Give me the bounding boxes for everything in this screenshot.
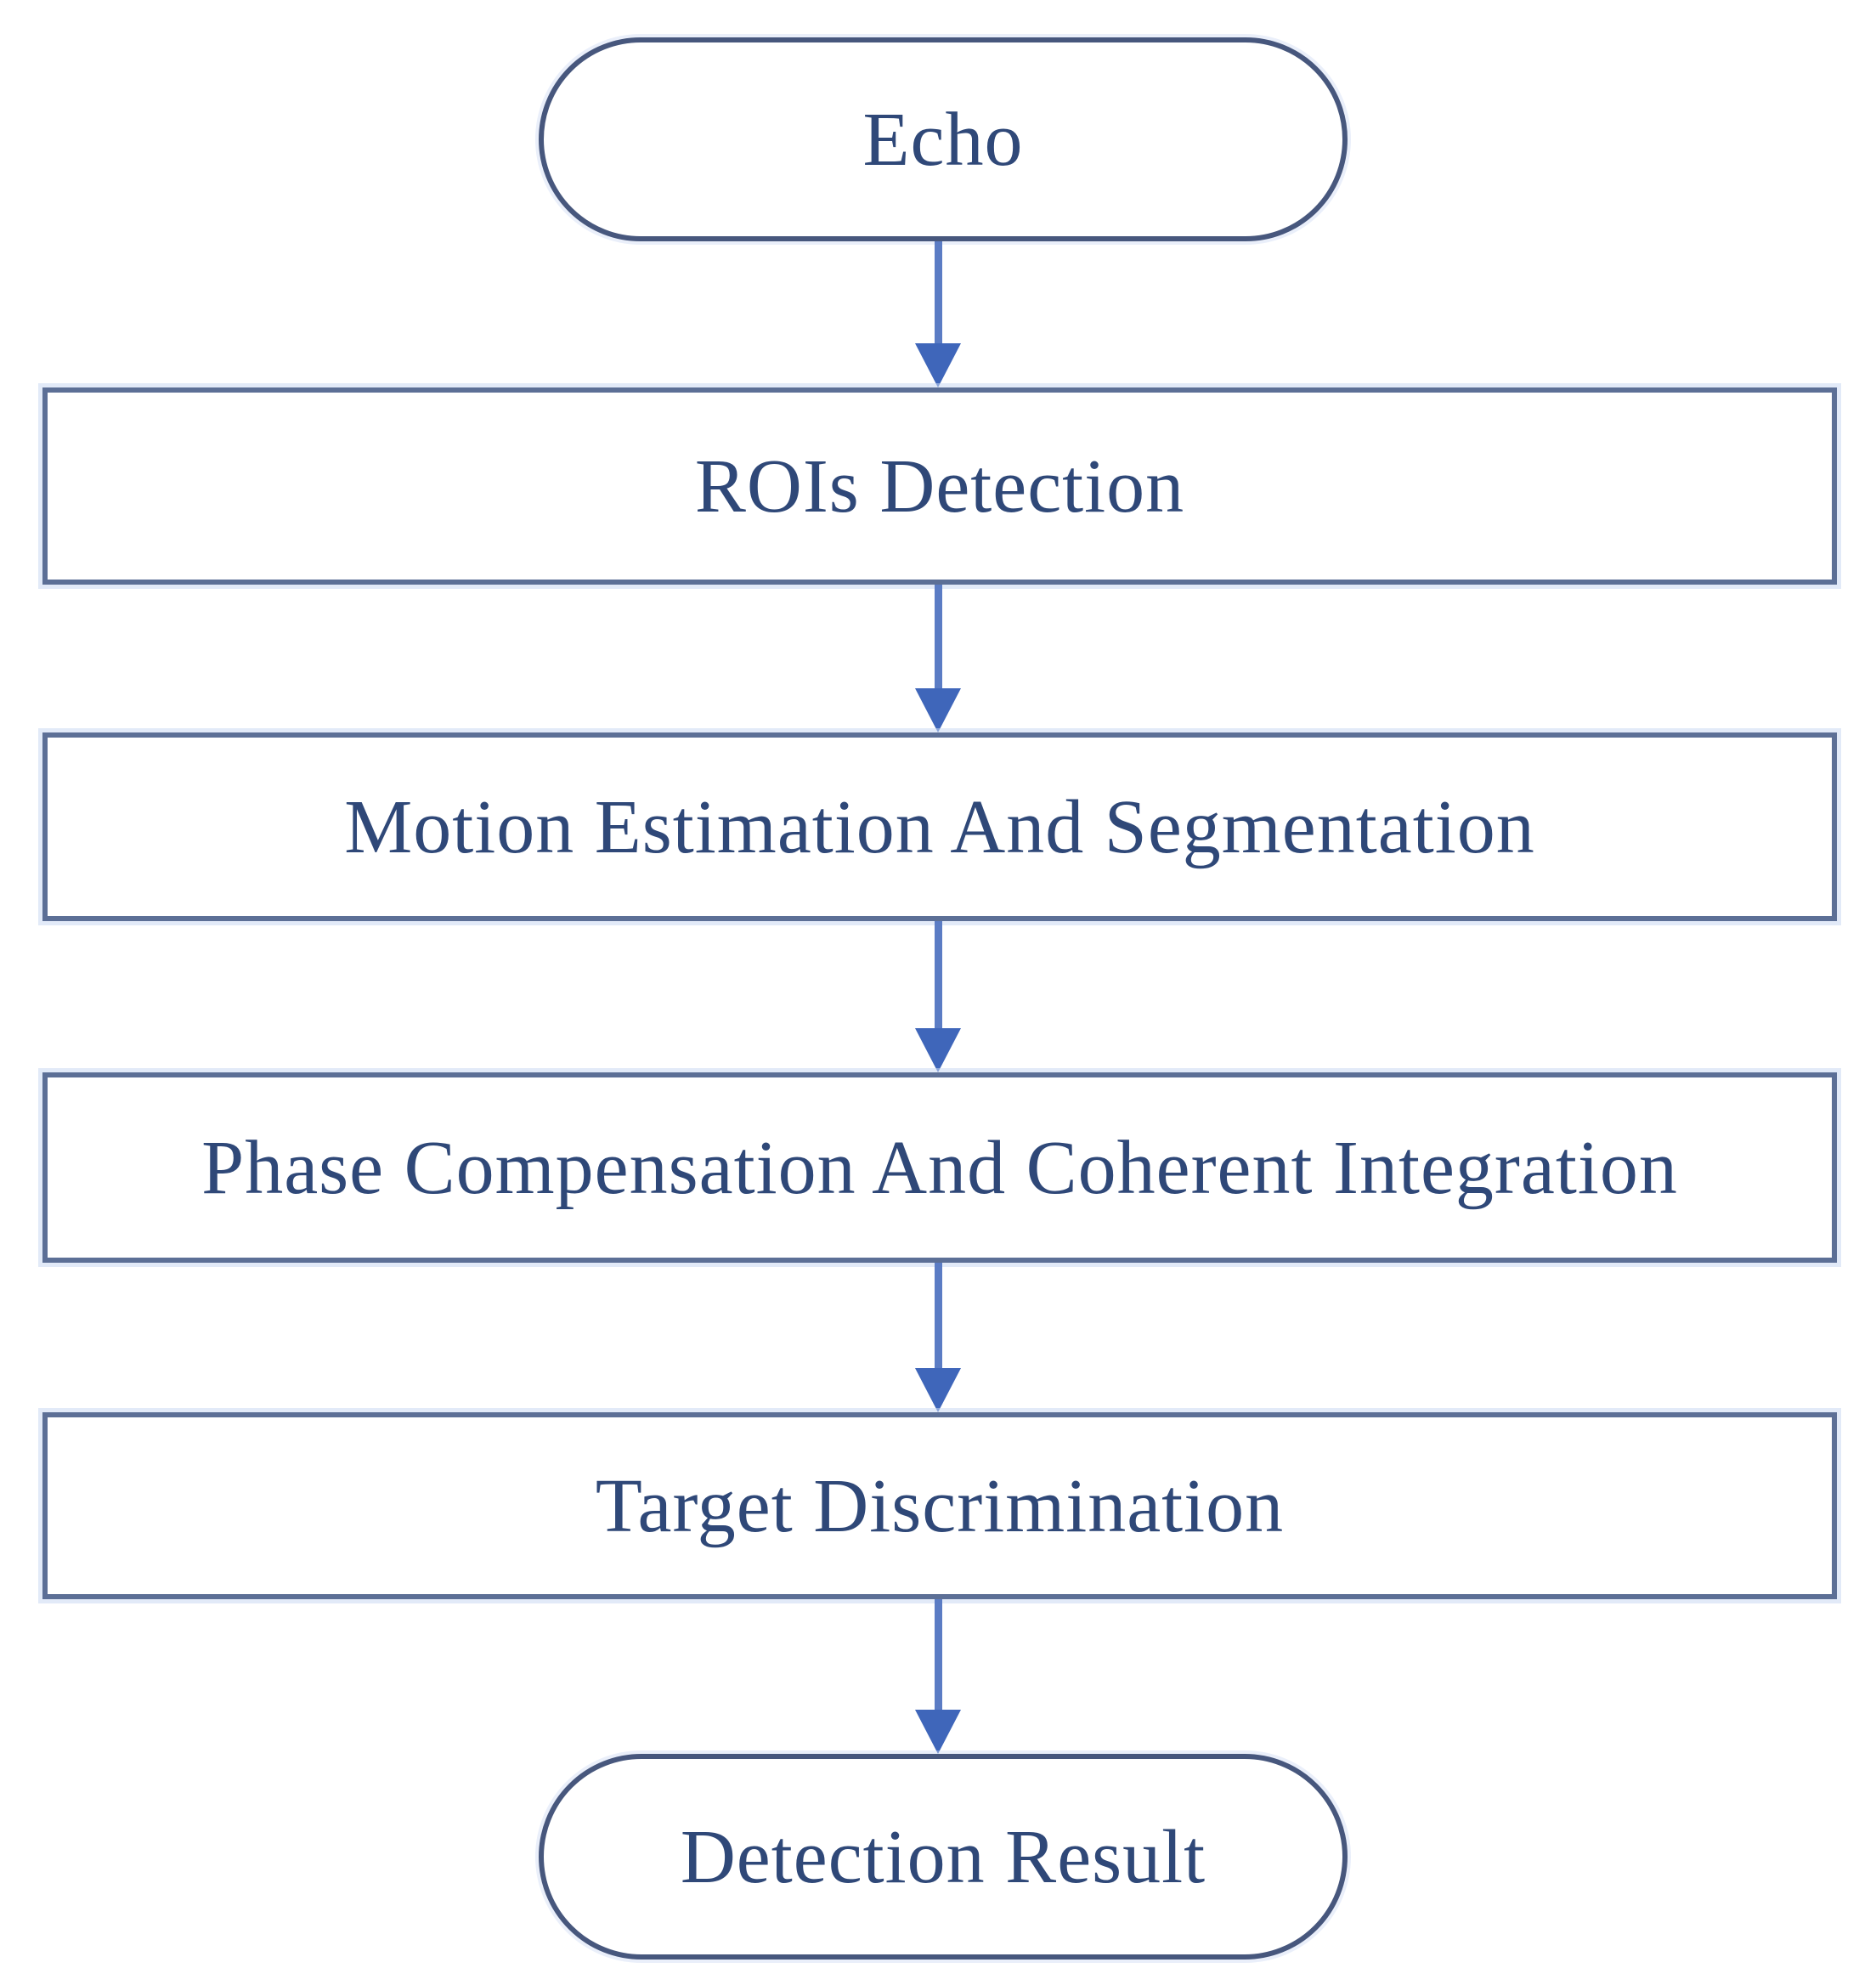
arrow-stem	[935, 585, 942, 693]
flowchart-node-motion-estimation: Motion Estimation And Segmentation	[42, 732, 1837, 921]
flow-arrow-rois-to-motion	[913, 585, 963, 732]
arrow-stem	[935, 1263, 942, 1373]
flowchart-node-detection-result: Detection Result	[539, 1754, 1348, 1960]
arrow-stem	[935, 241, 942, 348]
node-label-rois-detection: ROIs Detection	[694, 444, 1185, 529]
node-label-target-discrimination: Target Discrimination	[595, 1463, 1285, 1548]
flowchart-node-echo: Echo	[539, 37, 1348, 241]
node-label-phase-compensation: Phase Compensation And Coherent Integrat…	[201, 1125, 1678, 1210]
flowchart-node-phase-compensation: Phase Compensation And Coherent Integrat…	[42, 1072, 1837, 1263]
arrow-down-icon	[915, 1028, 961, 1072]
flow-arrow-echo-to-rois	[913, 241, 963, 387]
node-label-motion-estimation: Motion Estimation And Segmentation	[344, 784, 1535, 869]
node-label-detection-result: Detection Result	[680, 1814, 1206, 1899]
arrow-stem	[935, 921, 942, 1033]
flow-arrow-phase-to-target	[913, 1263, 963, 1412]
arrow-down-icon	[915, 688, 961, 732]
flowchart-node-target-discrimination: Target Discrimination	[42, 1412, 1837, 1599]
arrow-stem	[935, 1599, 942, 1715]
flowchart-node-rois-detection: ROIs Detection	[42, 387, 1837, 585]
flow-arrow-target-to-result	[913, 1599, 963, 1754]
arrow-down-icon	[915, 1710, 961, 1754]
arrow-down-icon	[915, 1368, 961, 1412]
arrow-down-icon	[915, 343, 961, 387]
node-label-echo: Echo	[862, 97, 1024, 182]
flow-arrow-motion-to-phase	[913, 921, 963, 1072]
